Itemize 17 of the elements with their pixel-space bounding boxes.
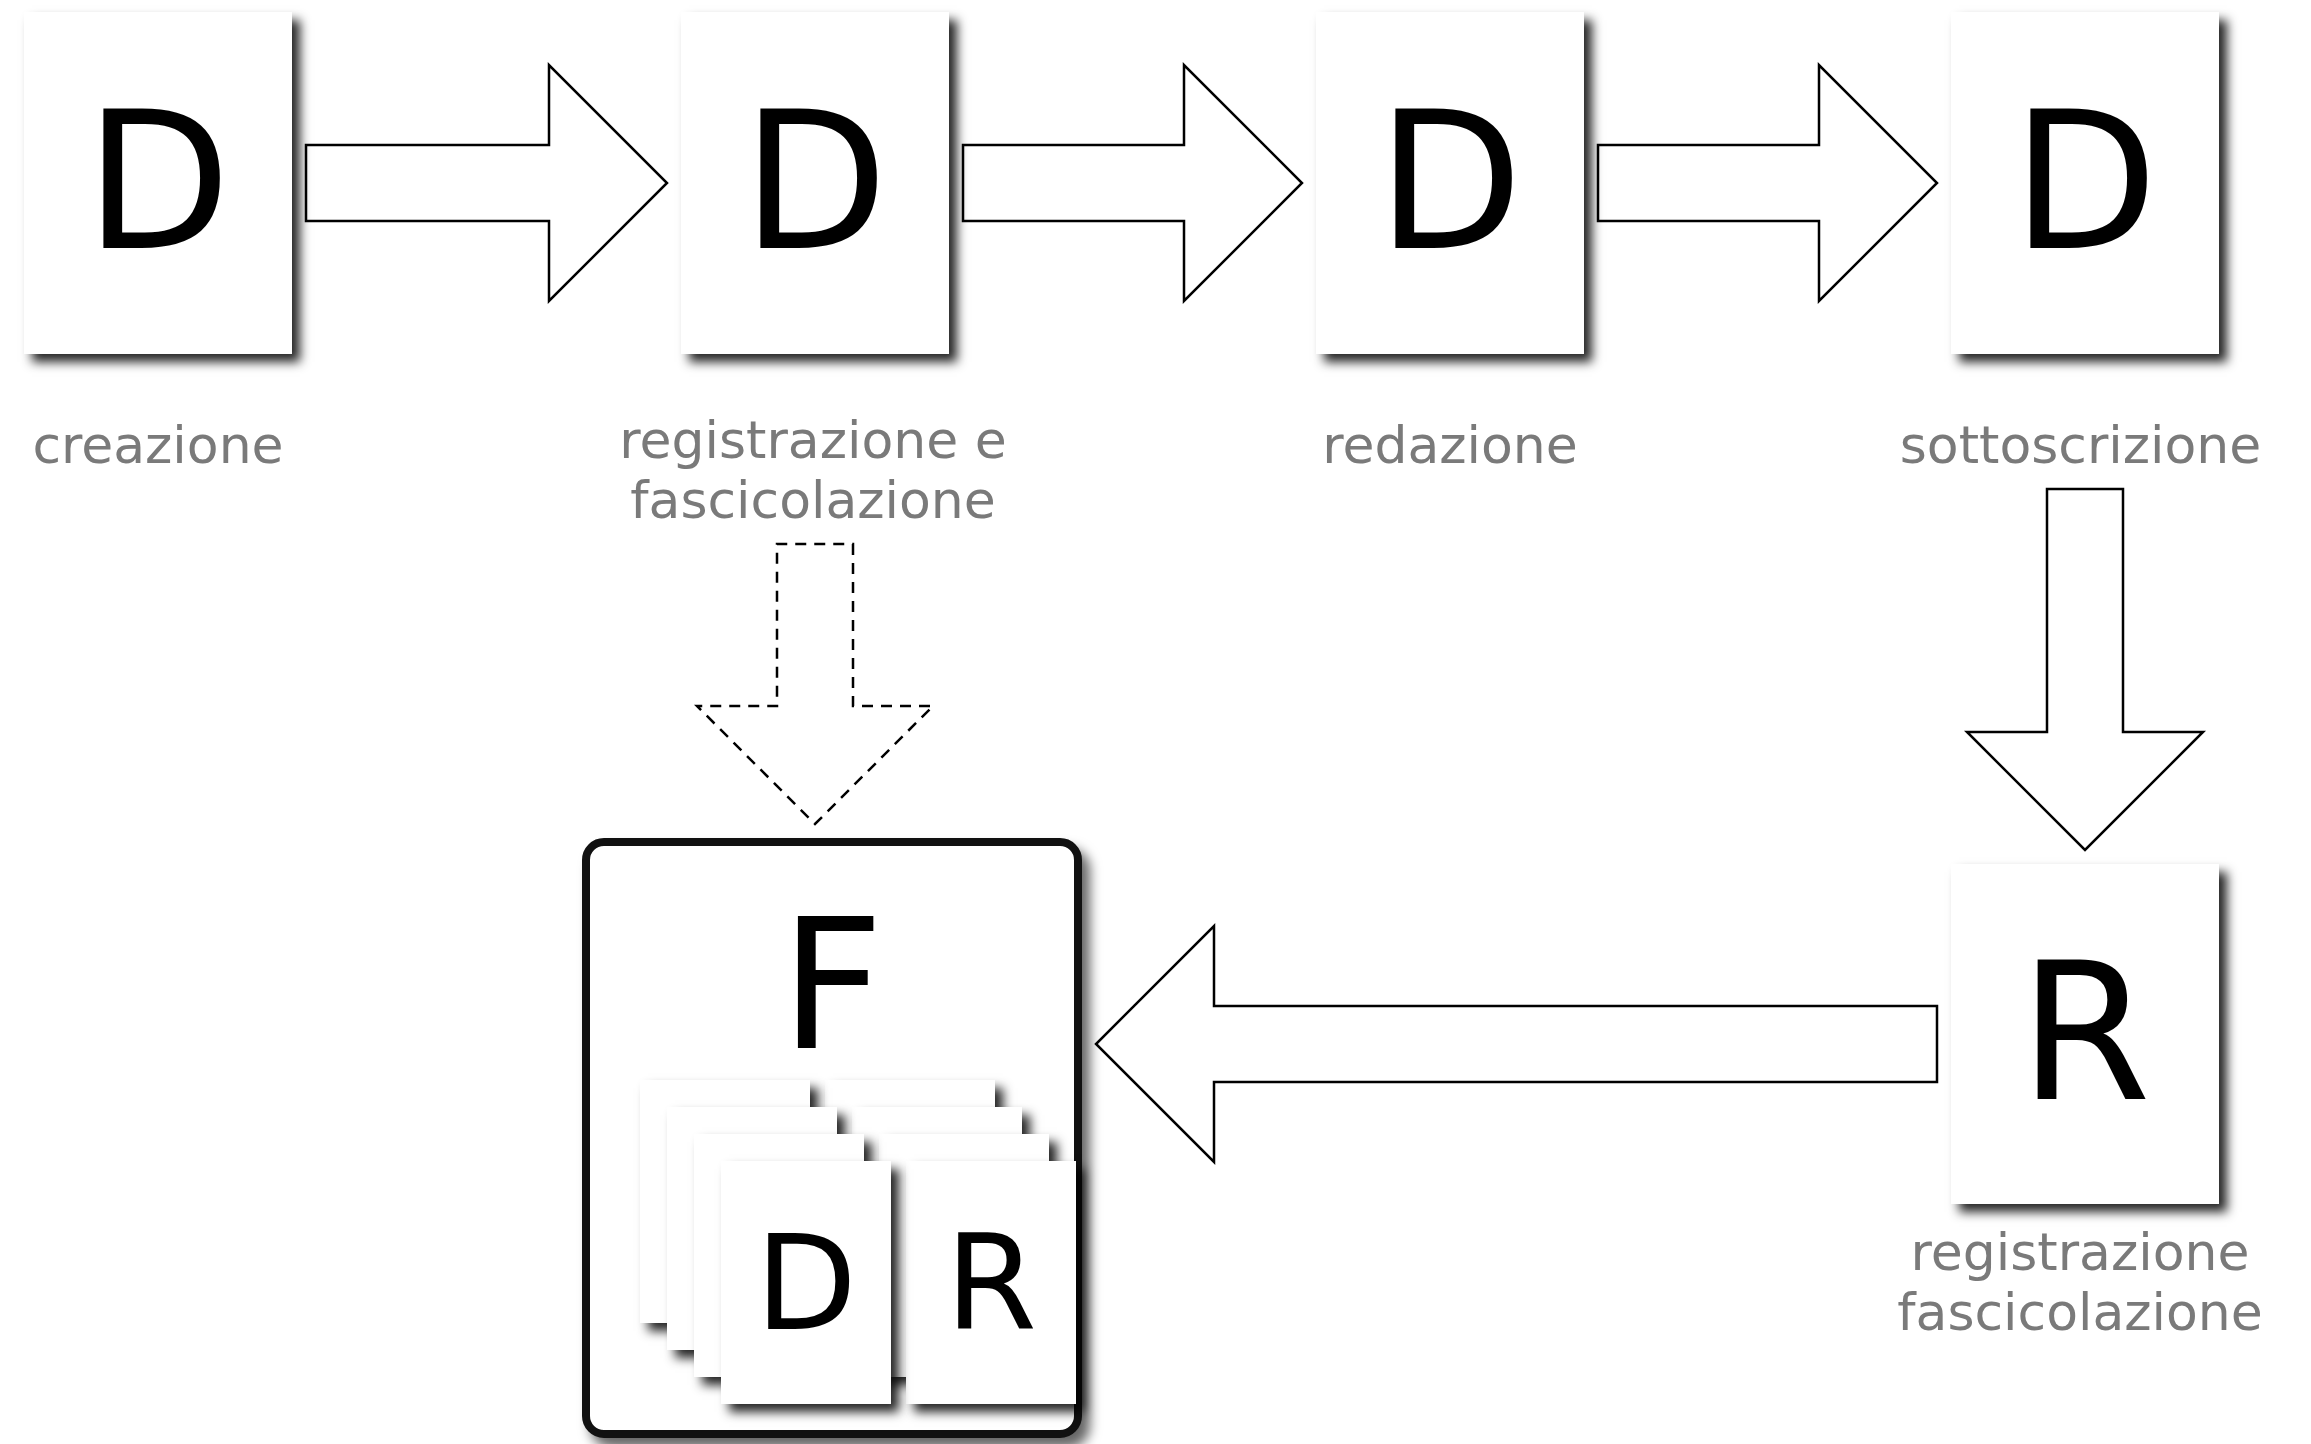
block-arrow [1596, 62, 1939, 304]
document-card: D [24, 12, 292, 354]
folder-letter: F [780, 896, 884, 1076]
step-caption: creazione [32, 415, 284, 475]
block-arrow [1094, 923, 1939, 1165]
block-arrow [961, 62, 1304, 304]
step-caption: registrazione e fascicolazione [618, 410, 1008, 530]
document-card: D [1951, 12, 2219, 354]
step-caption: registrazione fascicolazione [1896, 1222, 2264, 1342]
document-card: D [681, 12, 949, 354]
step-caption: sottoscrizione [1899, 415, 2262, 475]
block-arrow [304, 62, 669, 304]
document-card: D [1316, 12, 1584, 354]
step-caption: redazione [1322, 415, 1578, 475]
block-arrow [1964, 487, 2206, 852]
folder [582, 838, 1082, 1438]
document-card: R [1951, 864, 2219, 1204]
